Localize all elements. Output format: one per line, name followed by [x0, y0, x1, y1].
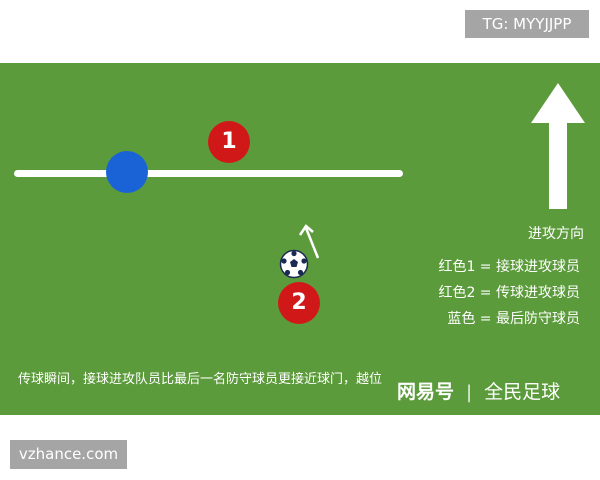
watermark-top: TG: MYYJJPP — [465, 10, 589, 38]
pass-arrow-icon — [298, 224, 320, 259]
brand-logo: 网易号 — [397, 381, 455, 403]
attacker-2: 2 — [278, 282, 320, 324]
legend-red1: 红色1 = 接球进攻球员 — [438, 259, 580, 275]
defender-blue — [106, 151, 148, 193]
caption: 传球瞬间，接球进攻队员比最后一名防守球员更接近球门，越位 — [18, 372, 383, 387]
brand-name: 全民足球 — [484, 381, 561, 403]
attacker-1: 1 — [208, 121, 250, 163]
offside-line — [14, 170, 403, 177]
legend-red2: 红色2 = 传球进攻球员 — [438, 285, 580, 301]
brand: 网易号 | 全民足球 — [397, 377, 587, 404]
soccer-ball-icon — [279, 249, 309, 279]
watermark-bottom: vzhance.com — [10, 440, 127, 469]
legend-blue: 蓝色 = 最后防守球员 — [447, 311, 580, 327]
attack-direction-label: 进攻方向 — [528, 226, 584, 242]
arrow-up-icon — [531, 83, 585, 209]
soccer-field: 1 2 进攻方向 红色1 = 接球进攻球员 红色2 = 传球进攻球员 蓝色 = … — [0, 63, 600, 415]
brand-separator: | — [466, 382, 473, 403]
